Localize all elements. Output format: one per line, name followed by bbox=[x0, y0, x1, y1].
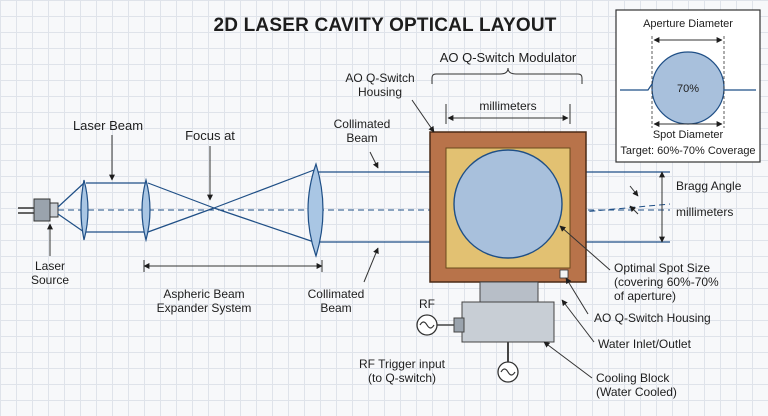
ao-q-switch-housing bbox=[429, 131, 587, 283]
label-collimated-bottom-2: Beam bbox=[320, 301, 351, 315]
inset-percent: 70% bbox=[677, 83, 699, 95]
label-expander-1: Aspheric Beam bbox=[163, 287, 244, 301]
diagram-title: 2D LASER CAVITY OPTICAL LAYOUT bbox=[213, 15, 556, 36]
label-laser-beam: Laser Beam bbox=[73, 118, 143, 133]
label-ao-housing-right: AO Q-Switch Housing bbox=[594, 311, 711, 325]
cooling-block bbox=[453, 281, 555, 362]
label-collimated-top-2: Beam bbox=[346, 131, 377, 145]
label-rf-trigger-1: RF Trigger input bbox=[359, 357, 446, 371]
label-optimal-spot-2: (covering 60%-70% bbox=[614, 275, 719, 289]
rf-source-icon bbox=[416, 314, 454, 336]
label-bragg-angle: Bragg Angle bbox=[676, 179, 742, 193]
label-optimal-spot-3: of aperture) bbox=[614, 289, 676, 303]
label-cooling-2: (Water Cooled) bbox=[596, 385, 677, 399]
label-expander-2: Expander System bbox=[157, 301, 252, 315]
inset-target: Target: 60%-70% Coverage bbox=[620, 145, 755, 157]
label-rf-trigger-2: (to Q-switch) bbox=[368, 371, 436, 385]
label-millimeters-right: millimeters bbox=[676, 205, 733, 219]
expander-bracket bbox=[143, 260, 323, 272]
label-focus-at: Focus at bbox=[185, 128, 235, 143]
lens-1 bbox=[80, 179, 89, 241]
label-laser-source-1: Laser bbox=[35, 259, 65, 273]
label-collimated-top-1: Collimated bbox=[334, 117, 391, 131]
label-millimeters-top: millimeters bbox=[479, 99, 536, 113]
label-collimated-bottom-1: Collimated bbox=[308, 287, 365, 301]
label-modulator: AO Q-Switch Modulator bbox=[440, 50, 577, 65]
label-cooling-1: Cooling Block bbox=[596, 371, 670, 385]
label-laser-source-2: Source bbox=[31, 273, 69, 287]
leader-lines bbox=[47, 99, 611, 379]
label-optimal-spot-1: Optimal Spot Size bbox=[614, 261, 710, 275]
label-ao-housing-top-2: Housing bbox=[358, 85, 402, 99]
laser-source-icon bbox=[18, 198, 59, 222]
modulator-bracket bbox=[431, 67, 583, 84]
inset-aperture-diameter: Aperture Diameter bbox=[643, 18, 733, 30]
millimeters-top-dimension bbox=[445, 104, 571, 124]
lens-3 bbox=[307, 162, 324, 258]
millimeters-right-dimension bbox=[629, 171, 665, 243]
water-pump-icon bbox=[497, 361, 519, 383]
label-rf: RF bbox=[419, 297, 435, 311]
label-ao-housing-top-1: AO Q-Switch bbox=[345, 71, 414, 85]
label-water: Water Inlet/Outlet bbox=[598, 337, 692, 351]
lens-2 bbox=[141, 177, 151, 243]
inset-spot-diameter: Spot Diameter bbox=[653, 129, 724, 141]
aperture-inset bbox=[615, 9, 761, 163]
